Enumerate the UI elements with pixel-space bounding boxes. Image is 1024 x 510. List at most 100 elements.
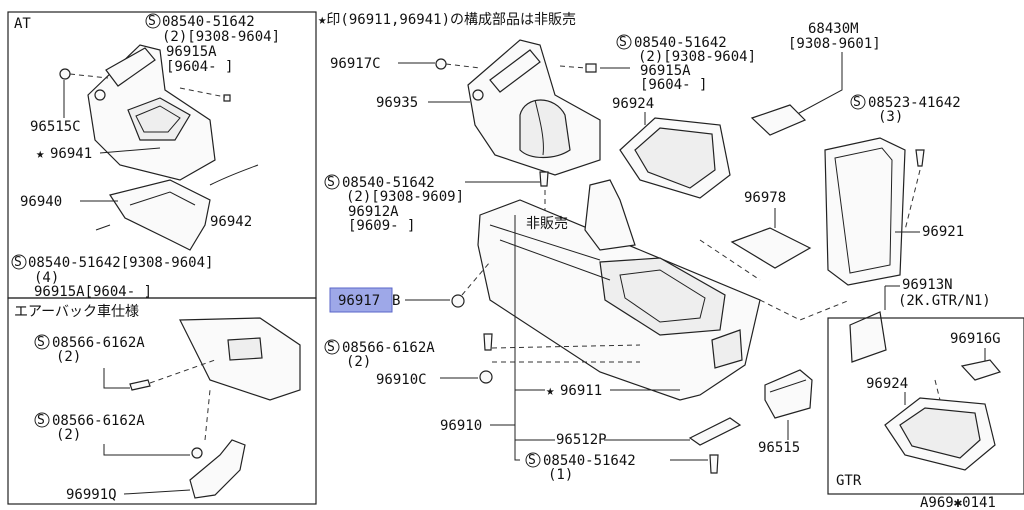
svg-text:96915A: 96915A xyxy=(166,44,217,60)
airbag-screw-callout-1: S 08566-6162A (2) xyxy=(34,334,145,365)
airbag-panel-title: エアーバック車仕様 xyxy=(14,303,139,320)
clip-96917c-icon xyxy=(435,58,447,70)
screw-left-icon xyxy=(539,171,549,187)
svg-text:08540-51642: 08540-51642 xyxy=(162,14,255,30)
main-label-96913n: 96913N xyxy=(902,277,953,293)
svg-text:S: S xyxy=(37,335,45,350)
plate-96913n-drawing xyxy=(849,311,887,363)
main-label-hihanbai: 非販売 xyxy=(526,216,568,232)
svg-text:(3): (3) xyxy=(878,109,903,125)
gtr-panel-title: GTR xyxy=(836,473,862,489)
main-screw-callout-left: S 08540-51642 (2)[9308-9609] 96912A [960… xyxy=(324,174,464,234)
main-label-96911: 96911 xyxy=(560,383,602,399)
screw-08566-icon xyxy=(483,333,493,351)
main-label-96921: 96921 xyxy=(922,224,964,240)
at-screw-bottom-icon xyxy=(95,224,111,231)
main-label-96917b-hl[interactable]: 96917 xyxy=(338,293,380,309)
console-96910-drawing xyxy=(477,179,761,401)
highlight-96917b[interactable] xyxy=(329,287,393,313)
svg-text:S: S xyxy=(14,255,22,270)
svg-text:S: S xyxy=(619,35,627,50)
main-label-96913n-note: (2K.GTR/N1) xyxy=(898,293,991,309)
at-screw-callout-bottom: S 08540-51642[9308-9604] (4) 96915A[9604… xyxy=(11,254,213,300)
main-screw-callout-bottom: S 08540-51642 (1) xyxy=(525,452,636,483)
screw-right-icon xyxy=(915,149,925,167)
main-label-96935: 96935 xyxy=(376,95,418,111)
main-screw-callout-top: S 08540-51642 (2)[9308-9604] 96915A [960… xyxy=(616,34,756,93)
airbag-label-96991q: 96991Q xyxy=(66,487,117,503)
airbag-bracket-drawing xyxy=(189,439,246,499)
main-label-96512p: 96512P xyxy=(556,432,607,448)
at-screw-icon xyxy=(223,94,231,102)
bracket-68430m-drawing xyxy=(750,104,807,136)
screw-bottom-icon xyxy=(709,454,719,474)
gtr-96916g-drawing xyxy=(960,359,1002,381)
svg-text:S: S xyxy=(148,14,156,29)
airbag-console-drawing xyxy=(179,317,301,401)
main-label-96924: 96924 xyxy=(612,96,654,112)
at-label-96942: 96942 xyxy=(210,214,252,230)
at-96940-plate-drawing xyxy=(109,179,211,251)
main-label-96917b-suffix: B xyxy=(392,293,400,309)
main-label-68430m: 68430M xyxy=(808,21,859,37)
svg-text:96915A[9604- ]: 96915A[9604- ] xyxy=(34,284,152,300)
at-shifter-bezel-drawing xyxy=(87,44,216,181)
at-screw-callout-top: S 08540-51642 (2)[9308-9604] 96915A [960… xyxy=(145,13,280,75)
main-label-96978: 96978 xyxy=(744,190,786,206)
at-harness-drawing xyxy=(209,164,259,186)
svg-text:08523-41642: 08523-41642 xyxy=(868,95,961,111)
lid-96921-drawing xyxy=(824,137,906,286)
svg-text:[9609- ]: [9609- ] xyxy=(348,218,415,234)
svg-text:08540-51642: 08540-51642 xyxy=(543,453,636,469)
svg-text:[9604- ]: [9604- ] xyxy=(166,59,233,75)
svg-text:08566-6162A: 08566-6162A xyxy=(52,413,145,429)
svg-text:08566-6162A: 08566-6162A xyxy=(52,335,145,351)
svg-text:(2)[9308-9609]: (2)[9308-9609] xyxy=(346,189,464,205)
mat-96978-drawing xyxy=(730,227,812,269)
svg-text:S: S xyxy=(528,453,536,468)
gtr-panel-frame xyxy=(827,317,1024,495)
svg-text:(2)[9308-9604]: (2)[9308-9604] xyxy=(162,29,280,45)
svg-text:08540-51642[9308-9604]: 08540-51642[9308-9604] xyxy=(28,255,213,271)
svg-text:[9604- ]: [9604- ] xyxy=(640,77,707,93)
at-label-96941: 96941 xyxy=(50,146,92,162)
svg-text:96915A: 96915A xyxy=(640,63,691,79)
svg-text:(2): (2) xyxy=(56,427,81,443)
svg-text:(2): (2) xyxy=(56,349,81,365)
main-star-icon: ★ xyxy=(546,383,555,399)
at-panel-title: AT xyxy=(14,16,31,32)
header-note: ★印(96911,96941)の構成部品は非販売 xyxy=(318,12,576,28)
main-label-96515: 96515 xyxy=(758,440,800,456)
gtr-label-96924: 96924 xyxy=(866,376,908,392)
svg-text:S: S xyxy=(853,95,861,110)
svg-text:S: S xyxy=(327,175,335,190)
svg-text:(4): (4) xyxy=(34,270,59,286)
airbag-screw-icon-1 xyxy=(129,379,151,391)
airbag-screw-callout-2: S 08566-6162A (2) xyxy=(34,412,145,443)
at-clip-icon xyxy=(59,68,71,80)
main-label-96910c: 96910C xyxy=(376,372,427,388)
main-label-68430m-range: [9308-9601] xyxy=(788,36,881,52)
gtr-tray-96924-drawing xyxy=(884,397,996,471)
gtr-label-96916g: 96916G xyxy=(950,331,1001,347)
svg-text:08540-51642: 08540-51642 xyxy=(342,175,435,191)
tray-96924-drawing xyxy=(619,117,731,199)
bracket-96512p-drawing xyxy=(688,417,742,446)
screw-top-icon xyxy=(585,63,597,73)
svg-text:96912A: 96912A xyxy=(348,204,399,220)
at-label-96515c: 96515C xyxy=(30,119,81,135)
main-screw-callout-right: S 08523-41642 (3) xyxy=(850,94,961,125)
svg-text:(2): (2) xyxy=(346,354,371,370)
shift-bezel-96935-drawing xyxy=(467,39,601,176)
at-label-96940: 96940 xyxy=(20,194,62,210)
svg-text:08540-51642: 08540-51642 xyxy=(634,35,727,51)
main-screw-callout-08566: S 08566-6162A (2) xyxy=(324,339,435,370)
main-label-96910: 96910 xyxy=(440,418,482,434)
svg-text:(2)[9308-9604]: (2)[9308-9604] xyxy=(638,49,756,65)
airbag-panel-frame xyxy=(7,297,317,505)
pocket-96515-drawing xyxy=(764,369,813,419)
svg-text:S: S xyxy=(37,413,45,428)
at-star-icon: ★ xyxy=(36,146,45,162)
footer-code: A969✱0141 xyxy=(920,495,996,510)
